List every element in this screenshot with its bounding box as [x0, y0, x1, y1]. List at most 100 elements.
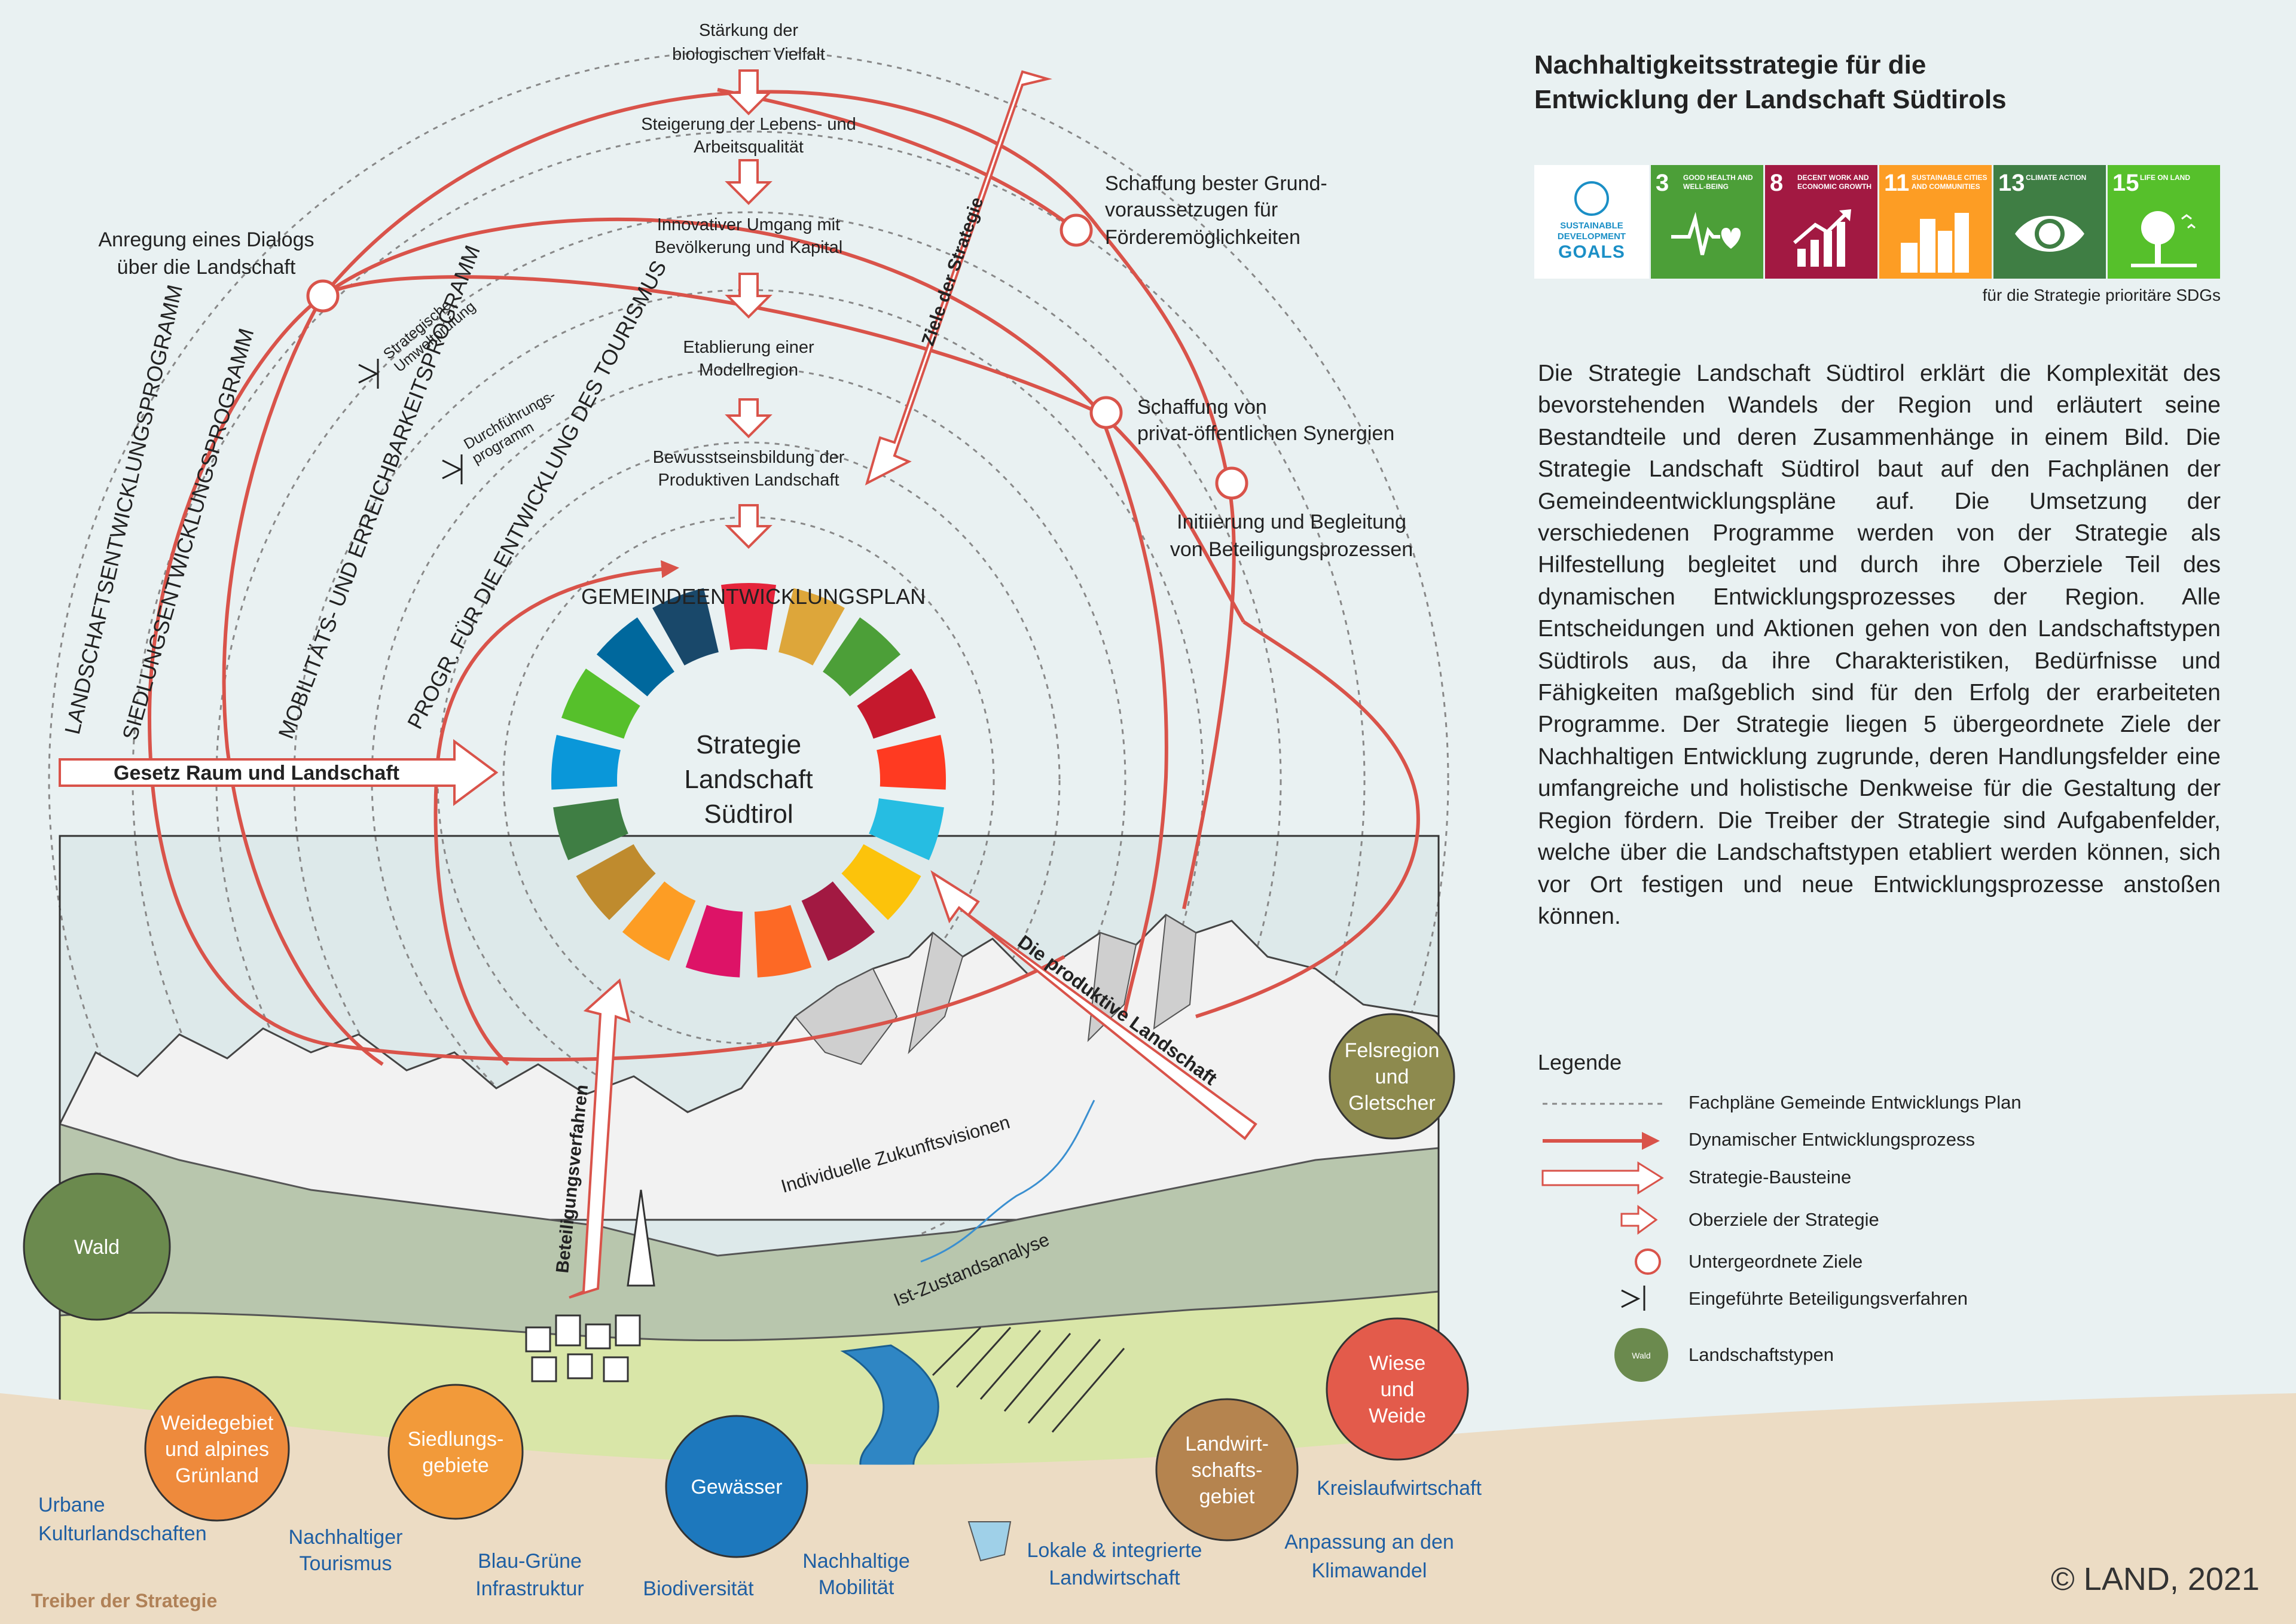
mountain-shading [794, 914, 1197, 1066]
field-stripes [932, 1326, 1125, 1433]
title-line-2: Entwicklung der Landschaft Südtirols [1534, 85, 2007, 114]
sdg-wheel-segment [857, 668, 936, 739]
driver-kreislauf: Kreislaufwirtschaft [1317, 1477, 1482, 1500]
sdg-wheel-segment [576, 844, 656, 920]
landscape-type-label: Gewässer [691, 1476, 782, 1498]
un-globe-icon [1574, 181, 1609, 216]
sdg-tile-number: 11 [1884, 170, 1910, 196]
description-paragraph: Die Strategie Landschaft Südtirol erklär… [1538, 361, 2221, 929]
sdg-caption: für die Strategie prioritäre SDGs [1982, 286, 2221, 304]
sdg-wheel-segment [553, 798, 628, 860]
procedure-marks [358, 359, 463, 484]
program-landschaft: LANDSCHAFTSENTWICKLUNGSPROGRAMM [60, 282, 187, 737]
heartbeat-icon [1671, 212, 1741, 255]
landscape-type-circle [387, 1384, 524, 1520]
copyright: © LAND, 2021 [2051, 1561, 2260, 1597]
sdg-wheel-segment [823, 617, 901, 697]
strategy-arrows [59, 70, 1257, 1299]
sdg-tile-label: GOOD HEALTH AND WELL-BEING [1683, 173, 1753, 191]
beteiligung-arrow [569, 978, 631, 1299]
legend-item-oberziele: Oberziele der Strategie [1689, 1209, 1879, 1230]
sdg-tile-8: 8 DECENT WORK AND ECONOMIC GROWTH [1765, 165, 1877, 279]
sdg-tile-label: SUSTAINABLE CITIES AND COMMUNITIES [1912, 173, 1987, 191]
subgoal-foerder: Schaffung bester Grund-voraussetzugen fü… [1105, 172, 1327, 249]
sdg-wheel-segment [841, 844, 921, 920]
landscape-type-circle [1155, 1398, 1299, 1541]
landscape-type-label: Siedlungs-gebiete [408, 1428, 504, 1477]
sdg-wheel-segment [561, 668, 640, 739]
sdg-wheel-segment [869, 798, 944, 860]
landscape-type-label: Wald [74, 1236, 120, 1259]
legend-title: Legende [1538, 1050, 1622, 1074]
sdg-tile-number: 15 [2112, 170, 2139, 196]
sub-goal-circles [306, 213, 1248, 500]
sdg-wheel-segment [721, 583, 776, 651]
driver-biodiversitaet: Biodiversität [643, 1577, 754, 1600]
sdg-logo-line-2: DEVELOPMENT [1557, 231, 1626, 242]
title-line-1: Nachhaltigkeitsstrategie für die [1534, 50, 1926, 80]
page-title: Nachhaltigkeitsstrategie für die Entwick… [1534, 48, 2007, 117]
legend-item-fachplaene: Fachpläne Gemeinde Entwicklungs Plan [1689, 1092, 2022, 1113]
sdg-logo: SUSTAINABLE DEVELOPMENT GOALS [1534, 165, 1649, 279]
legend-item-untergeordnet: Untergeordnete Ziele [1689, 1251, 1863, 1272]
produktive-arrow [930, 870, 1257, 1140]
sdg-wheel-segment [778, 588, 845, 666]
landscape-type-circle [144, 1376, 290, 1522]
landscape-type-circle [665, 1415, 808, 1558]
growth-chart-icon [1793, 209, 1851, 267]
gesetz-arrow [59, 739, 499, 806]
landscape-type-circle [1326, 1317, 1469, 1461]
sdg-wheel-segment [877, 735, 946, 790]
landscape-type-circle [23, 1173, 171, 1321]
landscape-illustration [60, 914, 1439, 1506]
sdg-tile-label: CLIMATE ACTION [2026, 173, 2087, 182]
ziele-arrow [865, 70, 1052, 486]
sdg-wheel-segment [622, 881, 696, 961]
legend-item-bausteine: Strategie-Bausteine [1689, 1167, 1852, 1188]
sdg-strip: SUSTAINABLE DEVELOPMENT GOALS 3 GOOD HEA… [1534, 165, 2221, 279]
legend-item-landschaftstypen: Landschaftstypen [1689, 1344, 1834, 1365]
sdg-tile-label: DECENT WORK AND ECONOMIC GROWTH [1797, 173, 1871, 191]
sdg-tile-15: 15 LIFE ON LAND [2108, 165, 2220, 279]
sdg-tile-number: 3 [1656, 170, 1669, 196]
eye-globe-icon [2015, 216, 2084, 252]
sdg-wheel-segment [596, 617, 674, 697]
oberziele-arrows [725, 69, 773, 549]
landscape-type-label: Landwirt-schafts-gebiet [1185, 1433, 1269, 1508]
tree-icon [2131, 211, 2197, 267]
gesetz-label: Gesetz Raum und Landschaft [114, 762, 399, 784]
sdg-tile-13: 13 CLIMATE ACTION [1993, 165, 2106, 279]
sdg-wheel-segment [754, 905, 812, 978]
legend-item-beteiligung: Eingeführte Beteiligungsverfahren [1689, 1288, 1968, 1309]
sdg-wheel-segment [685, 905, 743, 978]
city-icon [1901, 213, 1969, 273]
village [525, 1189, 655, 1382]
program-gemeinde: GEMEINDEENTWICKLUNGSPLAN [581, 584, 926, 609]
sdg-tile-number: 13 [1998, 170, 2025, 196]
sdg-tile-number: 8 [1770, 170, 1784, 196]
sdg-wheel-segment [652, 588, 719, 666]
landscape-type-circle [1329, 1013, 1455, 1140]
river-mouth [967, 1521, 1012, 1562]
legend-graphics [1541, 1103, 1668, 1382]
ziele-label: Ziele der Strategie [918, 195, 987, 349]
drivers-title: Treiber der Strategie [31, 1590, 217, 1611]
